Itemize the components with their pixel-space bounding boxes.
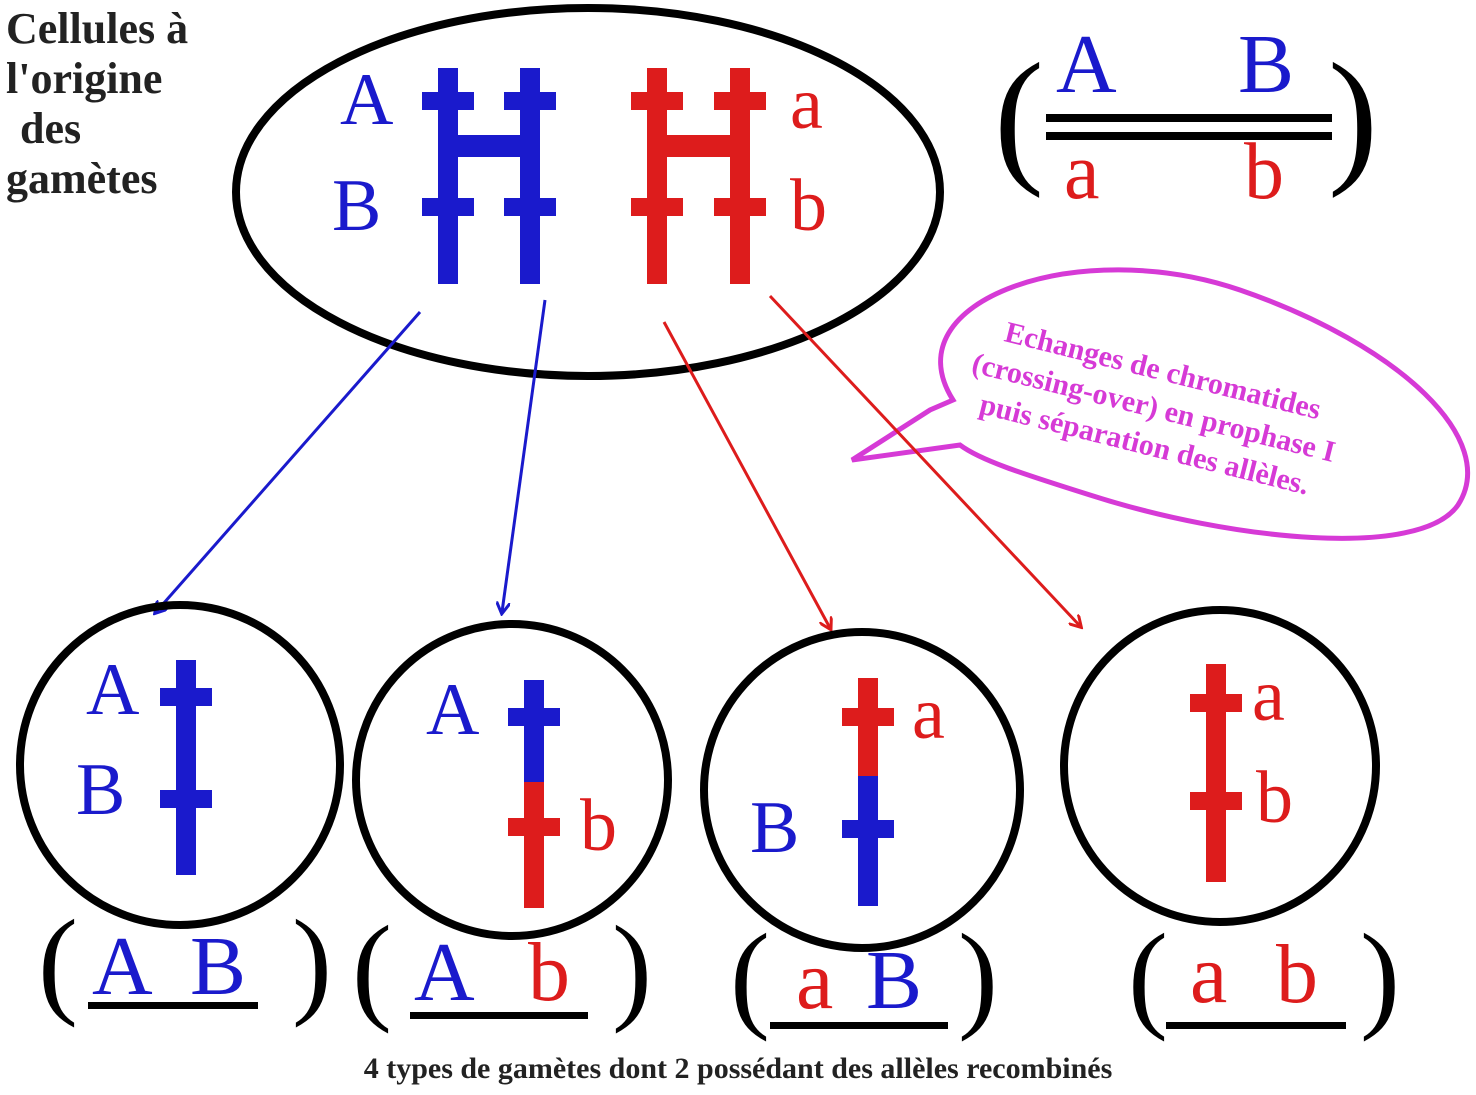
genotype-bar-2: [1046, 132, 1332, 140]
parent-allele-b: b: [790, 165, 827, 247]
formula-2-right: b: [528, 926, 570, 1019]
formula-3-right: B: [866, 934, 922, 1027]
caption-line-3: des: [20, 104, 82, 153]
gamete-1-allele-top: A: [86, 649, 139, 731]
genotype-bar-1: [1046, 114, 1332, 122]
gamete-formula-3: ( a B ): [730, 909, 998, 1042]
genotype-B: B: [1238, 18, 1294, 111]
formula-1-left: A: [92, 920, 153, 1013]
gamete-1-chromosome: [160, 660, 212, 875]
gamete-4-allele-bottom: b: [1256, 757, 1293, 839]
gamete-cell-4: [1060, 606, 1380, 926]
genotype-a: a: [1064, 128, 1100, 216]
crossing-over-bubble: [850, 267, 1471, 541]
formula-3-left: a: [796, 934, 833, 1027]
formula-4-close-paren: ): [1360, 909, 1400, 1042]
gamete-2-allele-top: A: [426, 669, 479, 751]
parent-genotype-open-paren: (: [994, 33, 1044, 199]
arrow-to-gamete-4: [768, 294, 1080, 626]
formula-1-open-paren: (: [38, 895, 78, 1028]
origin-cells-caption: Cellules à l'origine des gamètes: [6, 4, 266, 204]
genotype-A: A: [1056, 18, 1117, 111]
formula-4-bar: [1166, 1022, 1346, 1029]
footer-caption: 4 types de gamètes dont 2 possédant des …: [363, 1052, 1113, 1085]
caption-line-4: gamètes: [6, 154, 158, 203]
parent-allele-B: B: [332, 165, 381, 247]
formula-2-open-paren: (: [352, 901, 392, 1034]
gamete-formula-2: ( A b ): [352, 901, 652, 1034]
formula-1-right: B: [190, 920, 246, 1013]
gamete-1-allele-bottom: B: [76, 749, 125, 831]
gamete-2-chromosome: [508, 680, 560, 908]
gamete-formula-4: ( a b ): [1128, 909, 1400, 1042]
gamete-cell-3: [700, 628, 1024, 952]
blue-homolog: [422, 68, 556, 284]
parent-allele-a: a: [790, 63, 823, 145]
arrow-to-gamete-2: [502, 299, 547, 612]
gamete-2-allele-bottom: b: [580, 785, 617, 867]
gamete-cell-1: [16, 601, 344, 929]
gamete-formula-1: ( A B ): [38, 895, 332, 1028]
formula-1-close-paren: ): [292, 895, 332, 1028]
formula-1-bar: [88, 1002, 258, 1009]
formula-4-left: a: [1190, 928, 1227, 1021]
caption-line-2: l'origine: [6, 54, 163, 103]
parent-genotype: ( ) A B a b: [994, 18, 1378, 216]
formula-3-close-paren: ): [958, 909, 998, 1042]
parent-cell-outline: [232, 4, 944, 380]
red-homolog: [631, 68, 766, 284]
gamete-4-chromosome: [1190, 664, 1242, 882]
caption-line-1: Cellules à: [6, 4, 189, 53]
genotype-b: b: [1244, 128, 1284, 216]
formula-2-close-paren: ): [612, 901, 652, 1034]
arrow-to-gamete-3: [662, 321, 830, 628]
parent-allele-A: A: [340, 59, 393, 141]
formula-3-open-paren: (: [730, 909, 770, 1042]
arrow-to-gamete-1: [156, 311, 422, 612]
gamete-4-allele-top: a: [1252, 655, 1285, 737]
parent-genotype-close-paren: ): [1328, 33, 1378, 199]
formula-4-open-paren: (: [1128, 909, 1168, 1042]
formula-2-bar: [410, 1012, 588, 1019]
gamete-cell-2: [352, 620, 672, 940]
formula-4-right: b: [1276, 928, 1318, 1021]
formula-3-bar: [770, 1022, 948, 1029]
formula-2-left: A: [414, 926, 475, 1019]
gamete-3-allele-top: a: [912, 673, 945, 755]
gamete-3-chromosome: [842, 678, 894, 906]
gamete-3-allele-bottom: B: [750, 787, 799, 869]
